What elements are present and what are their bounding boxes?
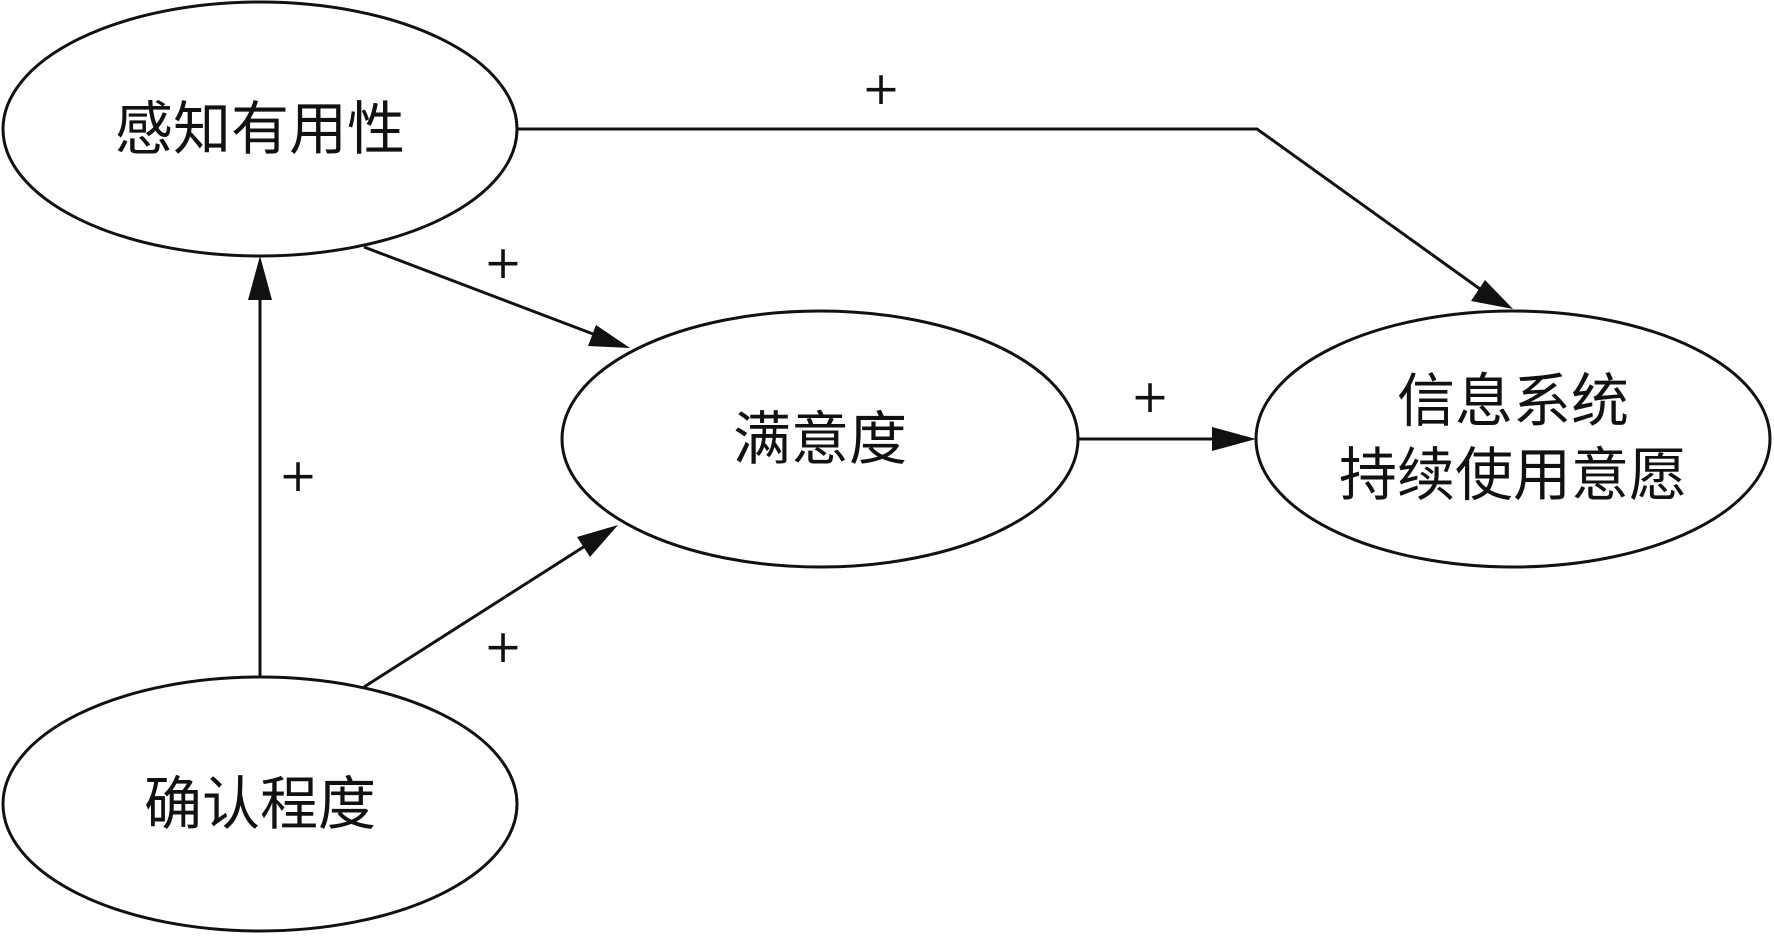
edge-confirmation-to-satisfaction <box>363 544 586 689</box>
edge-usefulness-to-intention <box>517 127 1481 291</box>
arrowhead-confirmation-to-usefulness <box>248 256 272 300</box>
edge-usefulness-to-satisfaction <box>363 245 602 339</box>
node-label-line-2: 持续使用意愿 <box>1339 441 1687 509</box>
node-ellipse <box>1 675 519 933</box>
arrowhead-confirmation-to-satisfaction <box>577 525 618 557</box>
node-label-line-1: 信息系统 <box>1397 367 1629 435</box>
node-ellipse <box>560 309 1080 569</box>
node-label: 确认程度 <box>144 770 376 838</box>
sign-usefulness-to-satisfaction: + <box>484 235 523 289</box>
arrowhead-usefulness-to-satisfaction <box>588 325 630 348</box>
node-ellipse <box>1 0 519 258</box>
sign-confirmation-to-satisfaction: + <box>484 619 523 673</box>
node-continuance-intention: 信息系统 持续使用意愿 <box>1254 309 1772 569</box>
edges <box>248 127 1513 689</box>
node-satisfaction: 满意度 <box>560 309 1080 569</box>
edge-signs: + + + + + <box>279 61 1170 673</box>
sign-satisfaction-to-intention: + <box>1131 369 1170 423</box>
arrowhead-satisfaction-to-intention <box>1212 427 1256 451</box>
sign-confirmation-to-usefulness: + <box>279 448 318 502</box>
arrowhead-usefulness-to-intention <box>1471 280 1513 309</box>
sign-usefulness-to-intention: + <box>862 61 901 115</box>
node-label: 满意度 <box>733 405 907 473</box>
node-confirmation: 确认程度 <box>1 675 519 933</box>
node-ellipse <box>1254 309 1772 569</box>
node-perceived-usefulness: 感知有用性 <box>1 0 519 258</box>
node-label: 感知有用性 <box>115 95 405 163</box>
